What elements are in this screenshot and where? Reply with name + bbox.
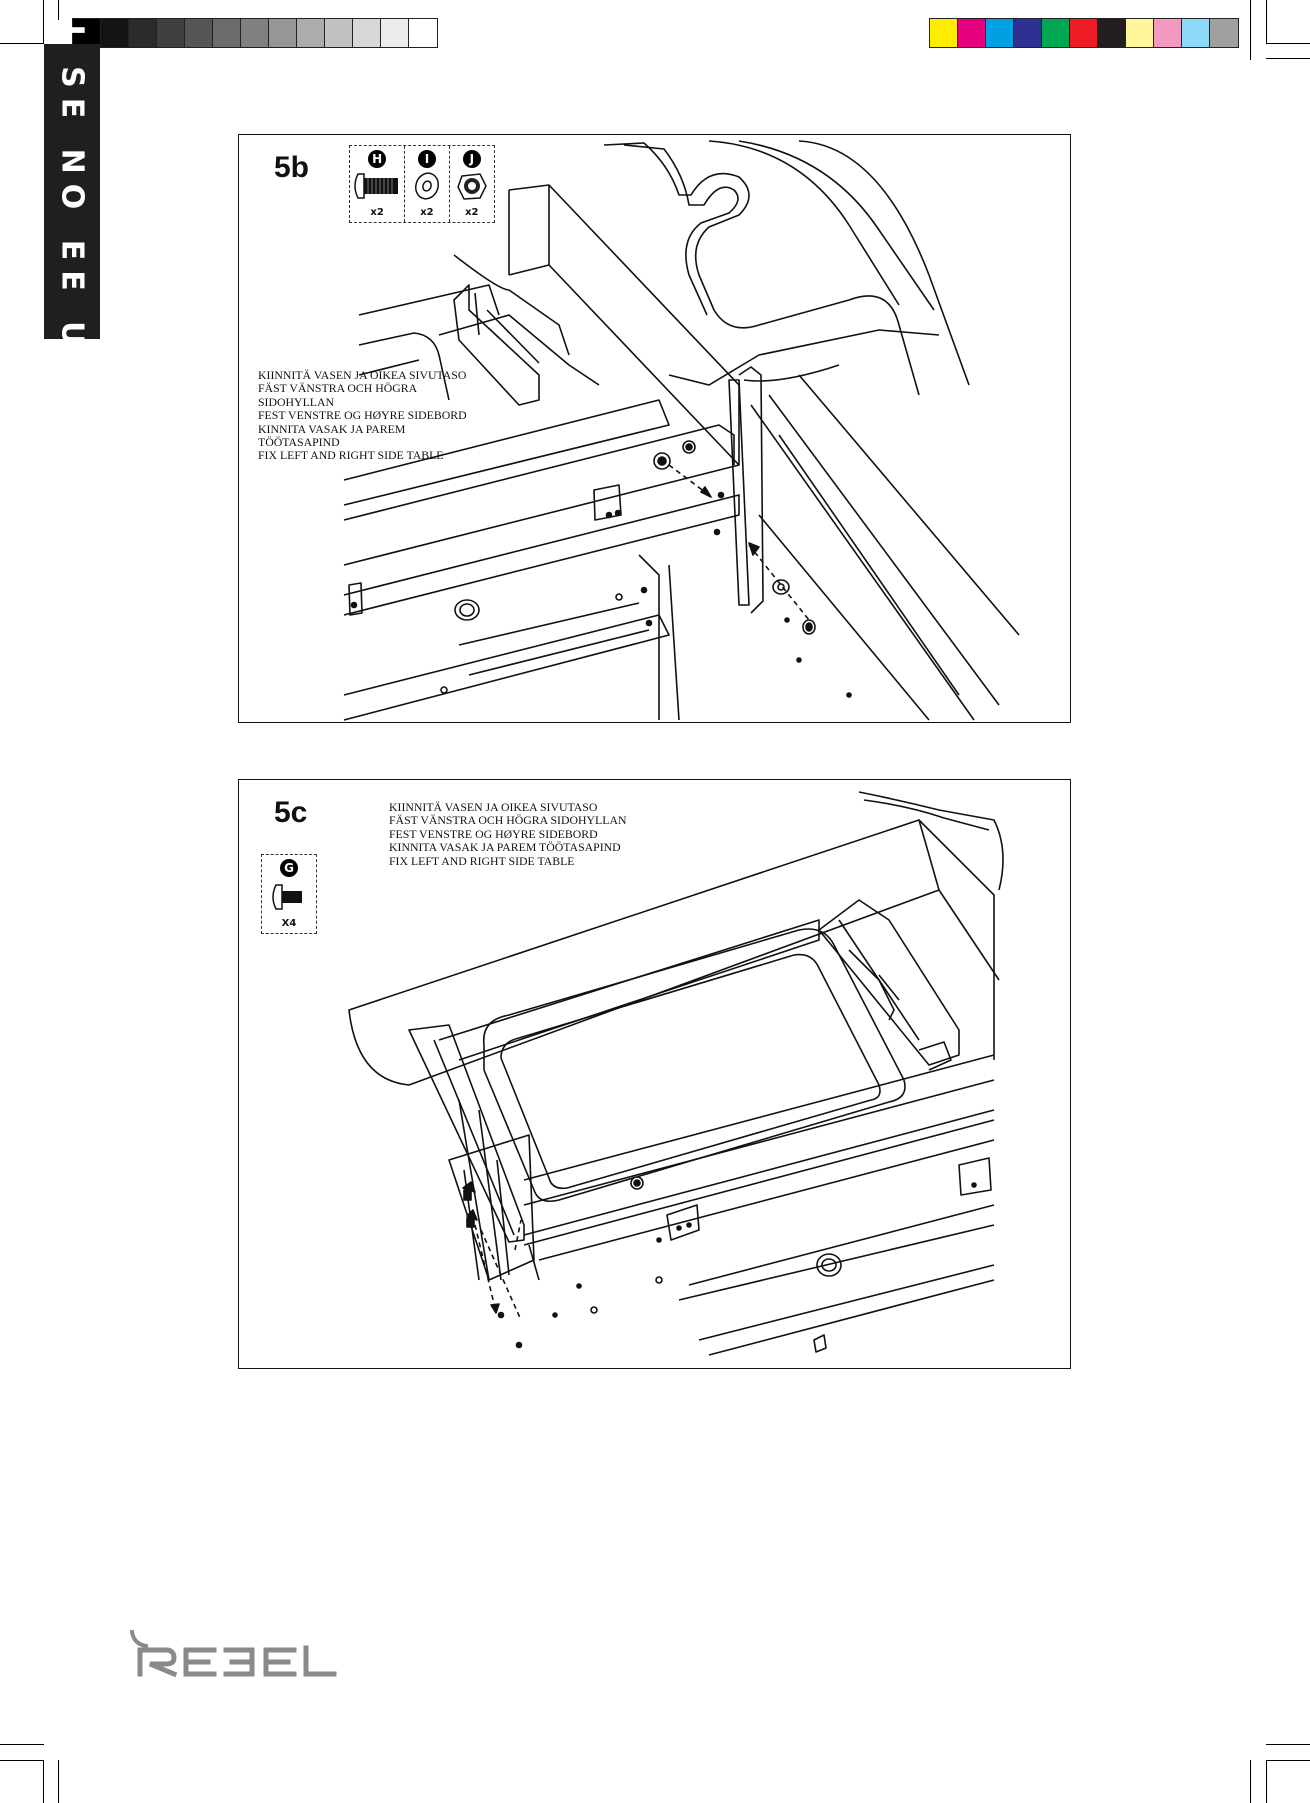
crop-mark [58,1760,59,1803]
part-i: I x2 [405,146,450,222]
step-5b-panel: 5b H x2 I x2 J x2 [238,134,1071,723]
color-swatch [1014,19,1042,47]
color-swatch [381,19,409,47]
color-swatch [1126,19,1154,47]
language-tab: FI SE NO EE UK [44,0,100,389]
color-swatch [353,19,381,47]
color-bar [929,18,1239,48]
color-swatch [213,19,241,47]
color-swatch [269,19,297,47]
crop-mark [1266,0,1267,44]
language-codes: FI SE NO EE UK [54,0,90,389]
color-swatch [1042,19,1070,47]
part-letter: I [417,150,436,168]
screw-icon [272,884,302,910]
color-swatch [129,19,157,47]
crop-mark [1266,1760,1310,1761]
parts-box: G X4 [261,854,317,934]
part-letter: H [368,150,387,168]
crop-mark [1250,0,1251,60]
step-5b-instructions: KIINNITÄ VASEN JA OIKEA SIVUTASO FÄST VÄ… [258,368,467,463]
bolt-icon [354,173,398,199]
instruction-line: KINNITA VASAK JA PAREM [258,421,406,436]
parts-box: H x2 I x2 J x2 [349,145,495,223]
color-swatch [986,19,1014,47]
part-quantity: x2 [465,207,479,218]
color-swatch [157,19,185,47]
color-swatch [1210,19,1238,47]
nut-icon [456,173,487,200]
color-swatch [325,19,353,47]
instruction-line: KIINNITÄ VASEN JA OIKEA SIVUTASO [389,800,598,814]
part-letter: G [280,859,298,877]
part-h: H x2 [350,146,406,222]
color-swatch [1154,19,1182,47]
step-label: 5c [274,796,308,829]
crop-mark [1266,1744,1310,1745]
crop-mark [1266,58,1310,59]
step-label: 5b [274,151,310,184]
color-swatch [1098,19,1126,47]
part-g: G X4 [262,855,316,933]
crop-mark [0,1744,44,1745]
color-swatch [73,19,101,47]
crop-mark [43,1760,44,1803]
color-swatch [1182,19,1210,47]
rebel-logo: REBEL [128,1628,338,1683]
part-j: J x2 [450,146,494,222]
color-swatch [1070,19,1098,47]
instruction-line: KIINNITÄ VASEN JA OIKEA SIVUTASO [258,368,467,382]
instruction-line: FÄST VÄNSTRA OCH HÖGRA SIDOHYLLAN [389,813,627,828]
step-5b-illustration [343,140,1020,721]
crop-mark [58,0,59,20]
instruction-line: TÖÖTASAPIND [258,435,340,450]
part-quantity: X4 [281,918,297,929]
color-swatch [409,19,437,47]
crop-mark [1266,1760,1267,1803]
instruction-line: FEST VENSTRE OG HØYRE SIDEBORD [389,826,598,841]
crop-mark [0,43,44,44]
crop-mark [1250,1760,1251,1803]
step-5c-instructions: KIINNITÄ VASEN JA OIKEA SIVUTASO FÄST VÄ… [389,800,627,868]
instruction-line: SIDOHYLLAN [258,394,335,409]
color-swatch [958,19,986,47]
part-quantity: x2 [370,207,384,218]
instruction-line: KINNITA VASAK JA PAREM TÖÖTASAPIND [389,840,621,855]
washer-icon [415,172,440,200]
crop-mark [1266,43,1310,44]
part-quantity: x2 [420,207,434,218]
step-5c-illustration [348,791,1004,1356]
color-swatch [297,19,325,47]
part-letter: J [462,150,481,168]
color-swatch [185,19,213,47]
color-swatch [930,19,958,47]
color-swatch [101,19,129,47]
crop-mark [43,0,44,44]
step-5c-panel: 5c G X4 KIINNITÄ VASEN JA OIKEA SIVUTASO… [238,779,1071,1369]
instruction-line: FIX LEFT AND RIGHT SIDE TABLE [258,448,444,463]
instruction-line: FEST VENSTRE OG HØYRE SIDEBORD [258,408,467,423]
grayscale-bar [72,18,438,48]
crop-mark [0,1760,44,1761]
color-swatch [241,19,269,47]
instruction-line: FÄST VÄNSTRA OCH HÖGRA [258,381,418,396]
instruction-line: FIX LEFT AND RIGHT SIDE TABLE [389,853,575,868]
